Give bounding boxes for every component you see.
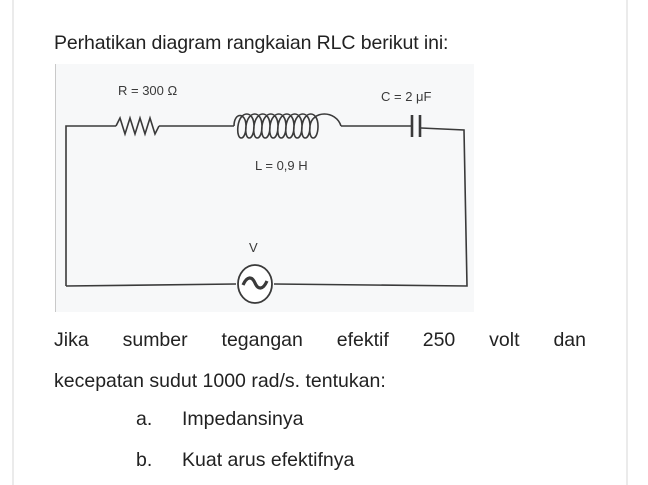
sub-question-letter: b. xyxy=(136,449,153,471)
capacitor-icon xyxy=(410,115,422,137)
word: dan xyxy=(553,329,586,351)
ac-source-icon xyxy=(237,264,273,304)
word: Jika xyxy=(54,329,89,351)
rlc-circuit-diagram: R = 300 Ω C = 2 μF L = 0,9 H V xyxy=(55,64,474,312)
sub-question-text: Kuat arus efektifnya xyxy=(182,449,355,471)
wire-bottom-left xyxy=(65,283,237,287)
resistor-icon xyxy=(115,115,160,137)
page-border-left xyxy=(12,0,14,485)
question-line-2: kecepatan sudut 1000 rad/s. tentukan: xyxy=(54,370,386,392)
sub-question-list: a. Impedansinya b. Kuat arus efektifnya xyxy=(136,399,354,481)
sub-question-letter: a. xyxy=(136,408,153,430)
wire-left xyxy=(65,125,116,286)
question-text: Jika sumber tegangan efektif 250 volt da… xyxy=(54,320,586,402)
word: efektif xyxy=(336,329,389,351)
word: 250 xyxy=(422,329,456,351)
inductor-icon xyxy=(233,113,342,139)
word: sumber xyxy=(122,329,188,351)
question-line-1: Jika sumber tegangan efektif 250 volt da… xyxy=(54,320,586,361)
capacitor-label: C = 2 μF xyxy=(381,89,432,104)
source-label: V xyxy=(249,240,258,255)
word: volt xyxy=(489,329,520,351)
sub-question-b: b. Kuat arus efektifnya xyxy=(136,440,354,481)
sub-question-a: a. Impedansinya xyxy=(136,399,354,440)
resistor-label: R = 300 Ω xyxy=(118,83,178,98)
sub-question-text: Impedansinya xyxy=(182,408,304,430)
inductor-label: L = 0,9 H xyxy=(255,158,308,173)
word: tegangan xyxy=(221,329,303,351)
wire-right xyxy=(273,127,468,287)
page-border-right xyxy=(626,0,628,485)
intro-text: Perhatikan diagram rangkaian RLC berikut… xyxy=(54,32,449,54)
